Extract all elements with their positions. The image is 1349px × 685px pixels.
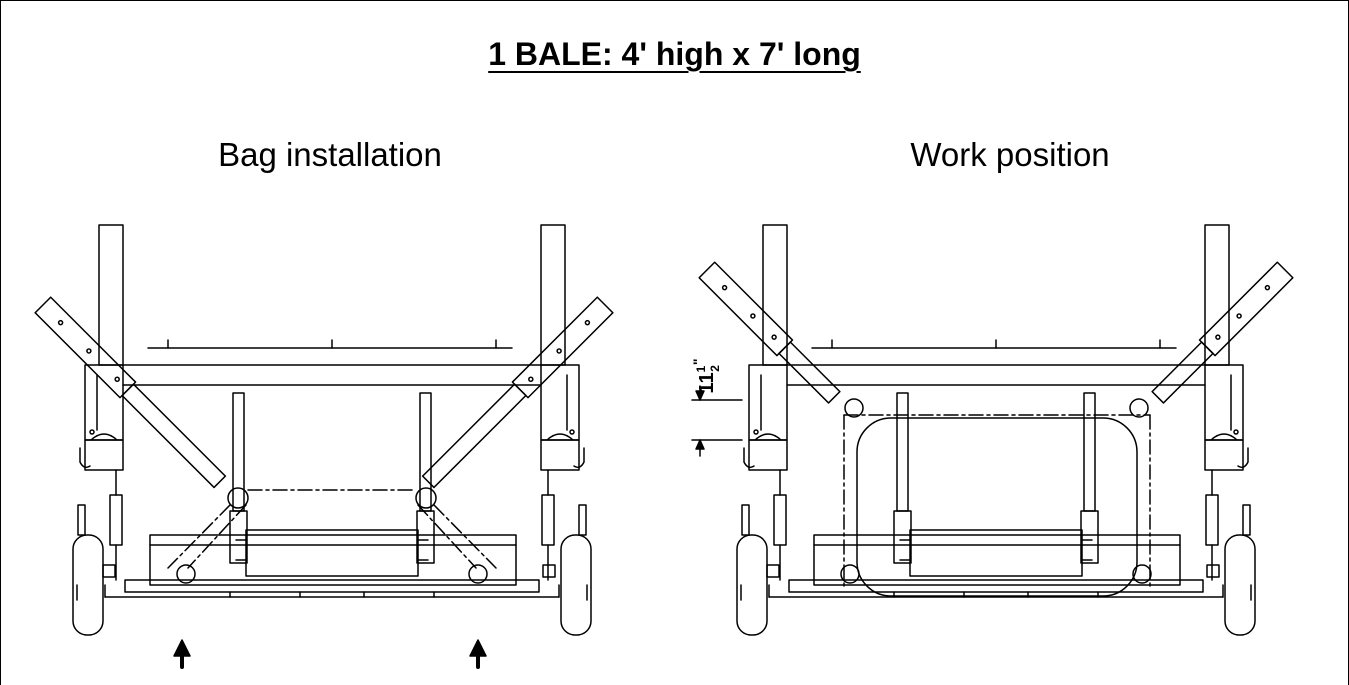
bag-installation-label: Bag installation bbox=[218, 136, 442, 173]
work-position-label: Work position bbox=[910, 136, 1110, 173]
dimension-label: 1112" bbox=[690, 358, 722, 393]
dimension-unit: " bbox=[690, 358, 706, 365]
dimension-numerator: 1 bbox=[694, 365, 708, 372]
bag-installation-drawing bbox=[34, 224, 614, 669]
dimension-whole: 11 bbox=[696, 372, 718, 393]
diagram-title: 1 BALE: 4' high x 7' long bbox=[488, 36, 861, 72]
work-position-drawing bbox=[691, 224, 1294, 636]
dimension-denominator: 2 bbox=[708, 365, 722, 372]
